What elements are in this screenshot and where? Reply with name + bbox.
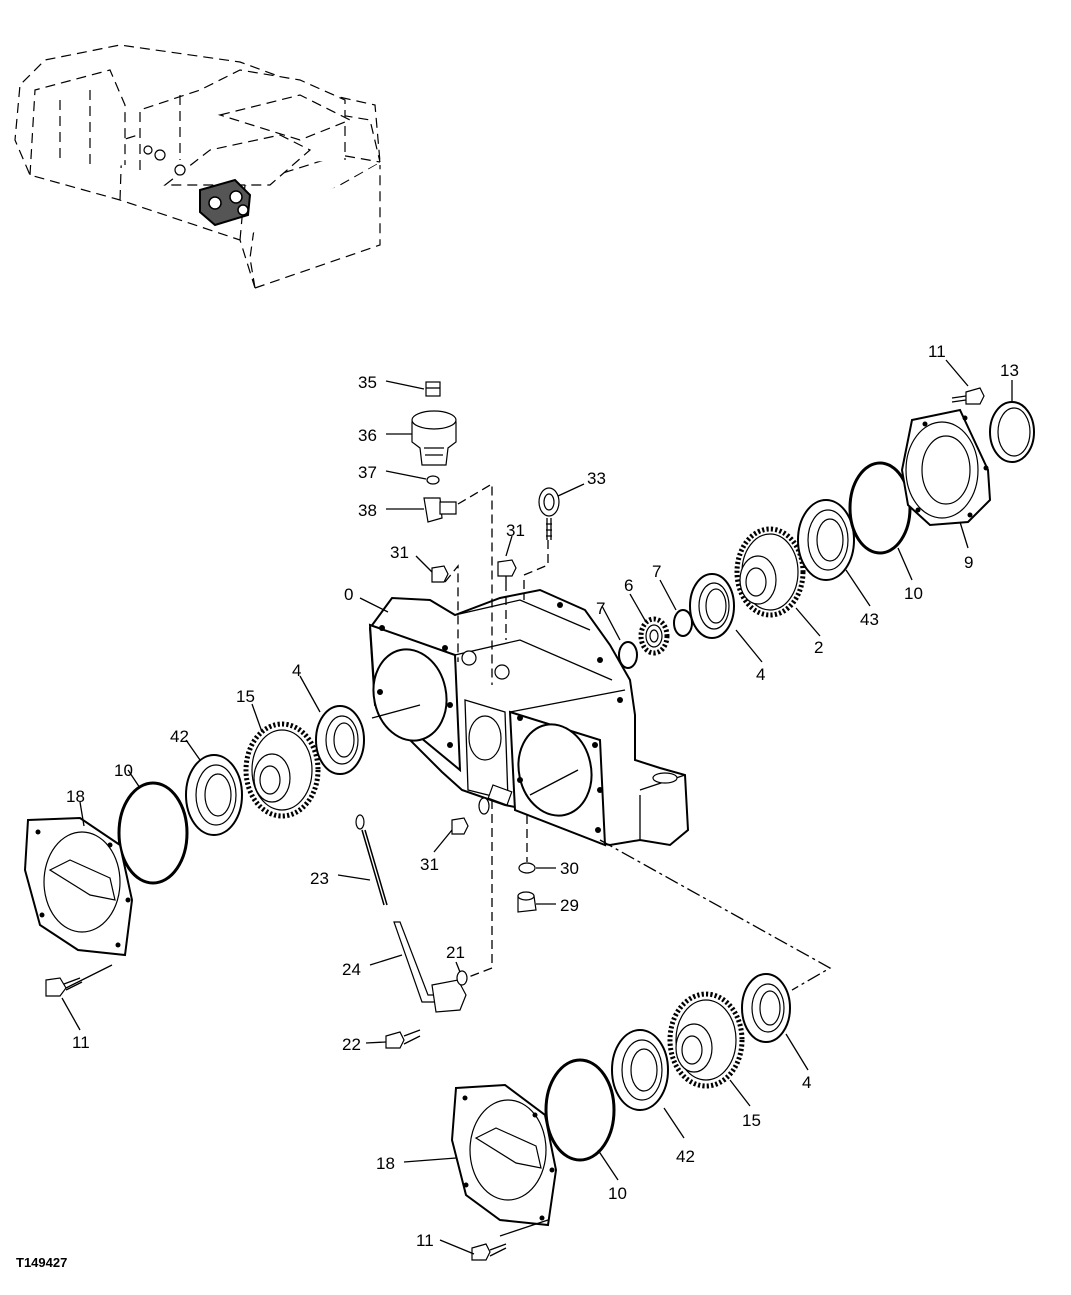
snap-ring-7-right (673, 609, 693, 637)
callout-2: 2 (814, 638, 823, 657)
callout-21: 21 (446, 943, 465, 962)
callout-35: 35 (358, 373, 377, 392)
callout-33: 33 (587, 469, 606, 488)
callout-43: 43 (860, 610, 879, 629)
pinion-gear-6 (638, 616, 670, 656)
callout-31-lower: 31 (420, 855, 439, 874)
o-ring-21 (456, 970, 468, 986)
gear-15-left (243, 721, 321, 819)
callout-24: 24 (342, 960, 361, 979)
callout-42-left: 42 (170, 727, 189, 746)
leader-lines (61, 359, 1013, 1255)
seal-13 (989, 401, 1035, 463)
bolt-11-top (951, 387, 985, 405)
callout-6: 6 (624, 576, 633, 595)
callout-42-lower: 42 (676, 1147, 695, 1166)
o-ring-10-right (848, 461, 912, 555)
callout-4-right: 4 (756, 665, 765, 684)
figure-code: T149427 (16, 1255, 67, 1270)
cover-18-lower (450, 1083, 558, 1227)
breather-cap (425, 381, 441, 397)
callout-10-lower: 10 (608, 1184, 627, 1203)
cover-9 (900, 408, 992, 527)
gear-15-lower (667, 991, 745, 1089)
cover-18-left (23, 816, 134, 957)
callout-4-left: 4 (292, 661, 301, 680)
callout-0: 0 (344, 585, 353, 604)
assembly-lines (371, 482, 832, 991)
o-ring-10-lower (544, 1058, 616, 1162)
elbow-fitting (423, 497, 457, 523)
callout-23: 23 (310, 869, 329, 888)
callout-31-left: 31 (390, 543, 409, 562)
dipstick-23 (355, 814, 388, 906)
callout-36: 36 (358, 426, 377, 445)
bearing-4-right (689, 573, 735, 639)
callout-labels: 35 36 37 38 31 31 33 0 4 15 42 10 18 11 … (66, 342, 1019, 1250)
callout-11-left: 11 (72, 1033, 90, 1052)
callout-7-right: 7 (652, 562, 661, 581)
bolt-31-lower (451, 797, 490, 835)
bolt-11-lower (471, 1243, 507, 1261)
bolt-22 (385, 1029, 421, 1049)
callout-30: 30 (560, 859, 579, 878)
gearbox-highlight (199, 178, 252, 227)
breather-body (411, 410, 457, 466)
callout-15-lower: 15 (742, 1111, 761, 1130)
callout-10-right: 10 (904, 584, 923, 603)
bolt-31-top (497, 559, 517, 582)
callout-7-left: 7 (596, 599, 605, 618)
o-ring-37 (426, 475, 440, 485)
callout-9: 9 (964, 553, 973, 572)
dipstick-tube-24 (393, 921, 467, 1013)
snap-ring-7-left (618, 641, 638, 669)
callout-4-lower: 4 (802, 1073, 811, 1092)
bearing-4-lower (741, 973, 791, 1043)
callout-10-left: 10 (114, 761, 133, 780)
callout-18-left: 18 (66, 787, 85, 806)
gearbox-housing (368, 588, 690, 847)
bearing-42-left (185, 754, 243, 836)
callout-11-lower: 11 (416, 1231, 434, 1250)
callout-29: 29 (560, 896, 579, 915)
bearing-42-lower (611, 1029, 669, 1111)
washer-30 (518, 862, 536, 874)
callout-31-top: 31 (506, 521, 525, 540)
bearing-43 (797, 499, 855, 581)
bolt-31-left (431, 565, 449, 583)
callout-38: 38 (358, 501, 377, 520)
callout-15-left: 15 (236, 687, 255, 706)
lifting-eyebolt (538, 487, 560, 540)
callout-13: 13 (1000, 361, 1019, 380)
plug-29 (517, 891, 537, 913)
callout-22: 22 (342, 1035, 361, 1054)
o-ring-10-left (117, 781, 189, 885)
machine-locator-inset (14, 44, 381, 289)
bolt-11-left (45, 977, 83, 997)
bearing-4-left (315, 705, 365, 775)
gear-2 (734, 526, 806, 618)
callout-18-lower: 18 (376, 1154, 395, 1173)
callout-37: 37 (358, 463, 377, 482)
callout-11-top: 11 (928, 342, 946, 361)
